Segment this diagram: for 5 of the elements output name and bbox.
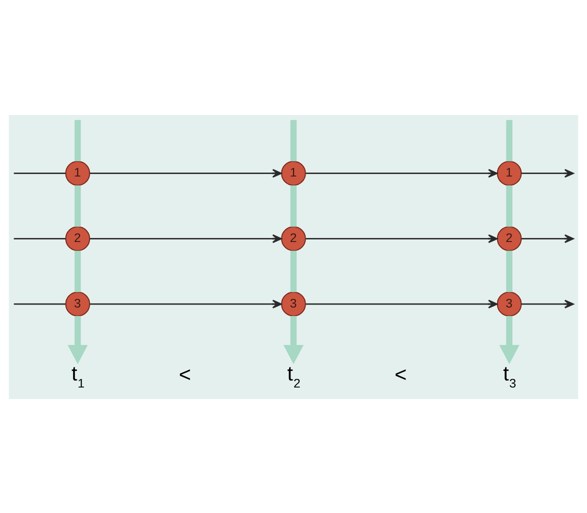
label: < [394,362,407,386]
label: < [178,362,191,386]
node-text: t$_{1}$ [71,362,85,390]
node-text: t$_{3}$ [503,362,516,390]
node-text: t$_{2}$ [287,362,300,390]
